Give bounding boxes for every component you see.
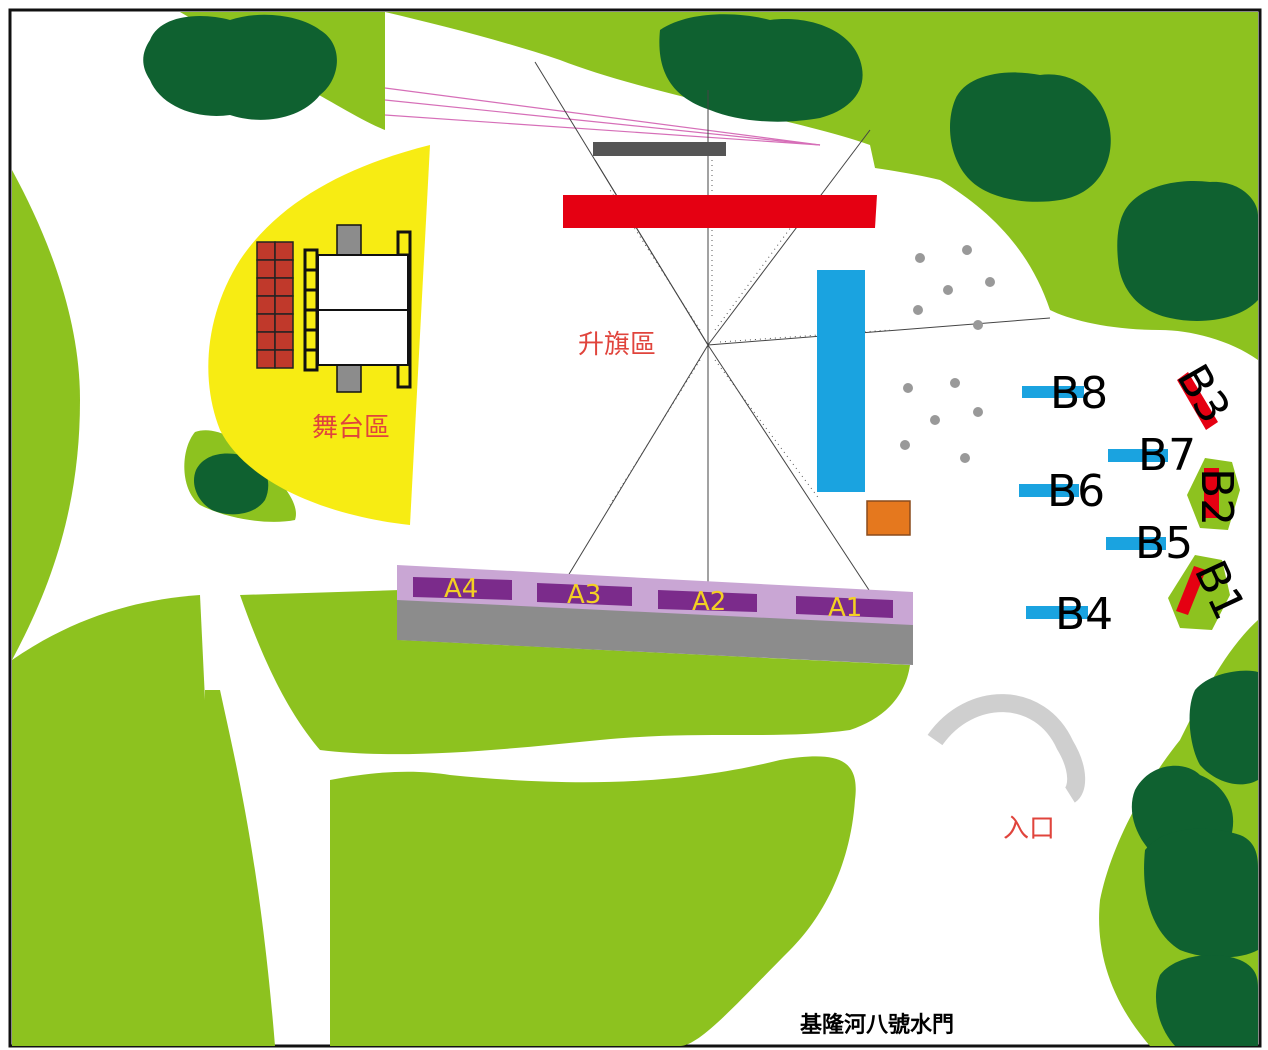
orange-box (866, 500, 911, 536)
booth-b4[interactable] (1026, 606, 1088, 619)
booth-b1[interactable] (1176, 566, 1206, 615)
booth-label-a3: A3 (567, 580, 601, 610)
entrance-label: 入口 (1003, 814, 1055, 844)
grass-bottom-center (330, 756, 856, 1046)
booth-a4[interactable] (413, 577, 512, 600)
stage-area: 舞台區 (208, 145, 430, 525)
blue-banner (817, 270, 865, 492)
flag-area: 升旗區 (384, 61, 1051, 640)
booth-b5[interactable] (1106, 537, 1166, 550)
tree-icon (193, 453, 269, 515)
booth-a2[interactable] (658, 590, 757, 612)
stage-area-label: 舞台區 (312, 413, 390, 443)
shrub-marks (900, 245, 995, 463)
entrance-arc (927, 694, 1086, 803)
booth-b2[interactable] (1204, 468, 1219, 518)
tree-icon (950, 72, 1111, 202)
booth-label-b2: B2 (1191, 468, 1242, 526)
booth-label-b4: B4 (1055, 589, 1113, 640)
flag-area-label: 升旗區 (578, 330, 656, 360)
purple-strip (397, 565, 913, 625)
stage-speaker-bottom (336, 361, 362, 393)
flag-ray-ticks (609, 160, 891, 506)
tree-icon (1117, 180, 1258, 321)
tree-icon (1189, 670, 1258, 785)
pink-lines (384, 87, 821, 146)
dark-gray-bar (593, 142, 726, 156)
booth-label-a2: A2 (692, 587, 726, 617)
stage-platform-bottom (317, 309, 409, 366)
booth-b3[interactable] (1177, 372, 1218, 430)
tree-icon (1144, 828, 1258, 958)
booth-a1[interactable] (796, 596, 893, 618)
grass-mid-left (240, 590, 910, 755)
booth-label-b6: B6 (1047, 466, 1105, 517)
booth-label-b8: B8 (1050, 368, 1108, 419)
tree-icon (1155, 955, 1258, 1046)
booth-label-b7: B7 (1138, 430, 1196, 481)
booth-b6[interactable] (1019, 484, 1079, 497)
stage-platform-top (317, 254, 409, 311)
tree-icon (143, 14, 337, 120)
gray-strip (397, 590, 913, 665)
booth-strip-a: A4 A3 A2 A1 (397, 565, 913, 665)
grass-left-side (12, 170, 80, 660)
stage-speaker-top (336, 224, 362, 256)
booth-label-a1: A1 (828, 593, 862, 623)
tree-icon (659, 14, 863, 122)
booth-a3[interactable] (537, 583, 632, 606)
red-banner-top (563, 195, 877, 228)
booth-b7[interactable] (1108, 449, 1168, 462)
booth-b8[interactable] (1022, 386, 1084, 398)
map-caption: 基隆河八號水門 (800, 1013, 954, 1038)
stage-seating-grid (256, 241, 294, 369)
booth-label-a4: A4 (444, 574, 478, 604)
trees (143, 14, 1258, 1046)
booth-label-b5: B5 (1135, 518, 1193, 569)
grass-left-upper (12, 595, 205, 1046)
entrance: 入口 (927, 694, 1086, 844)
grass-bottom-left (205, 690, 275, 1046)
booth-group-b: B8 B7 B6 B5 B4 B3 B2 B1 (1019, 356, 1255, 640)
